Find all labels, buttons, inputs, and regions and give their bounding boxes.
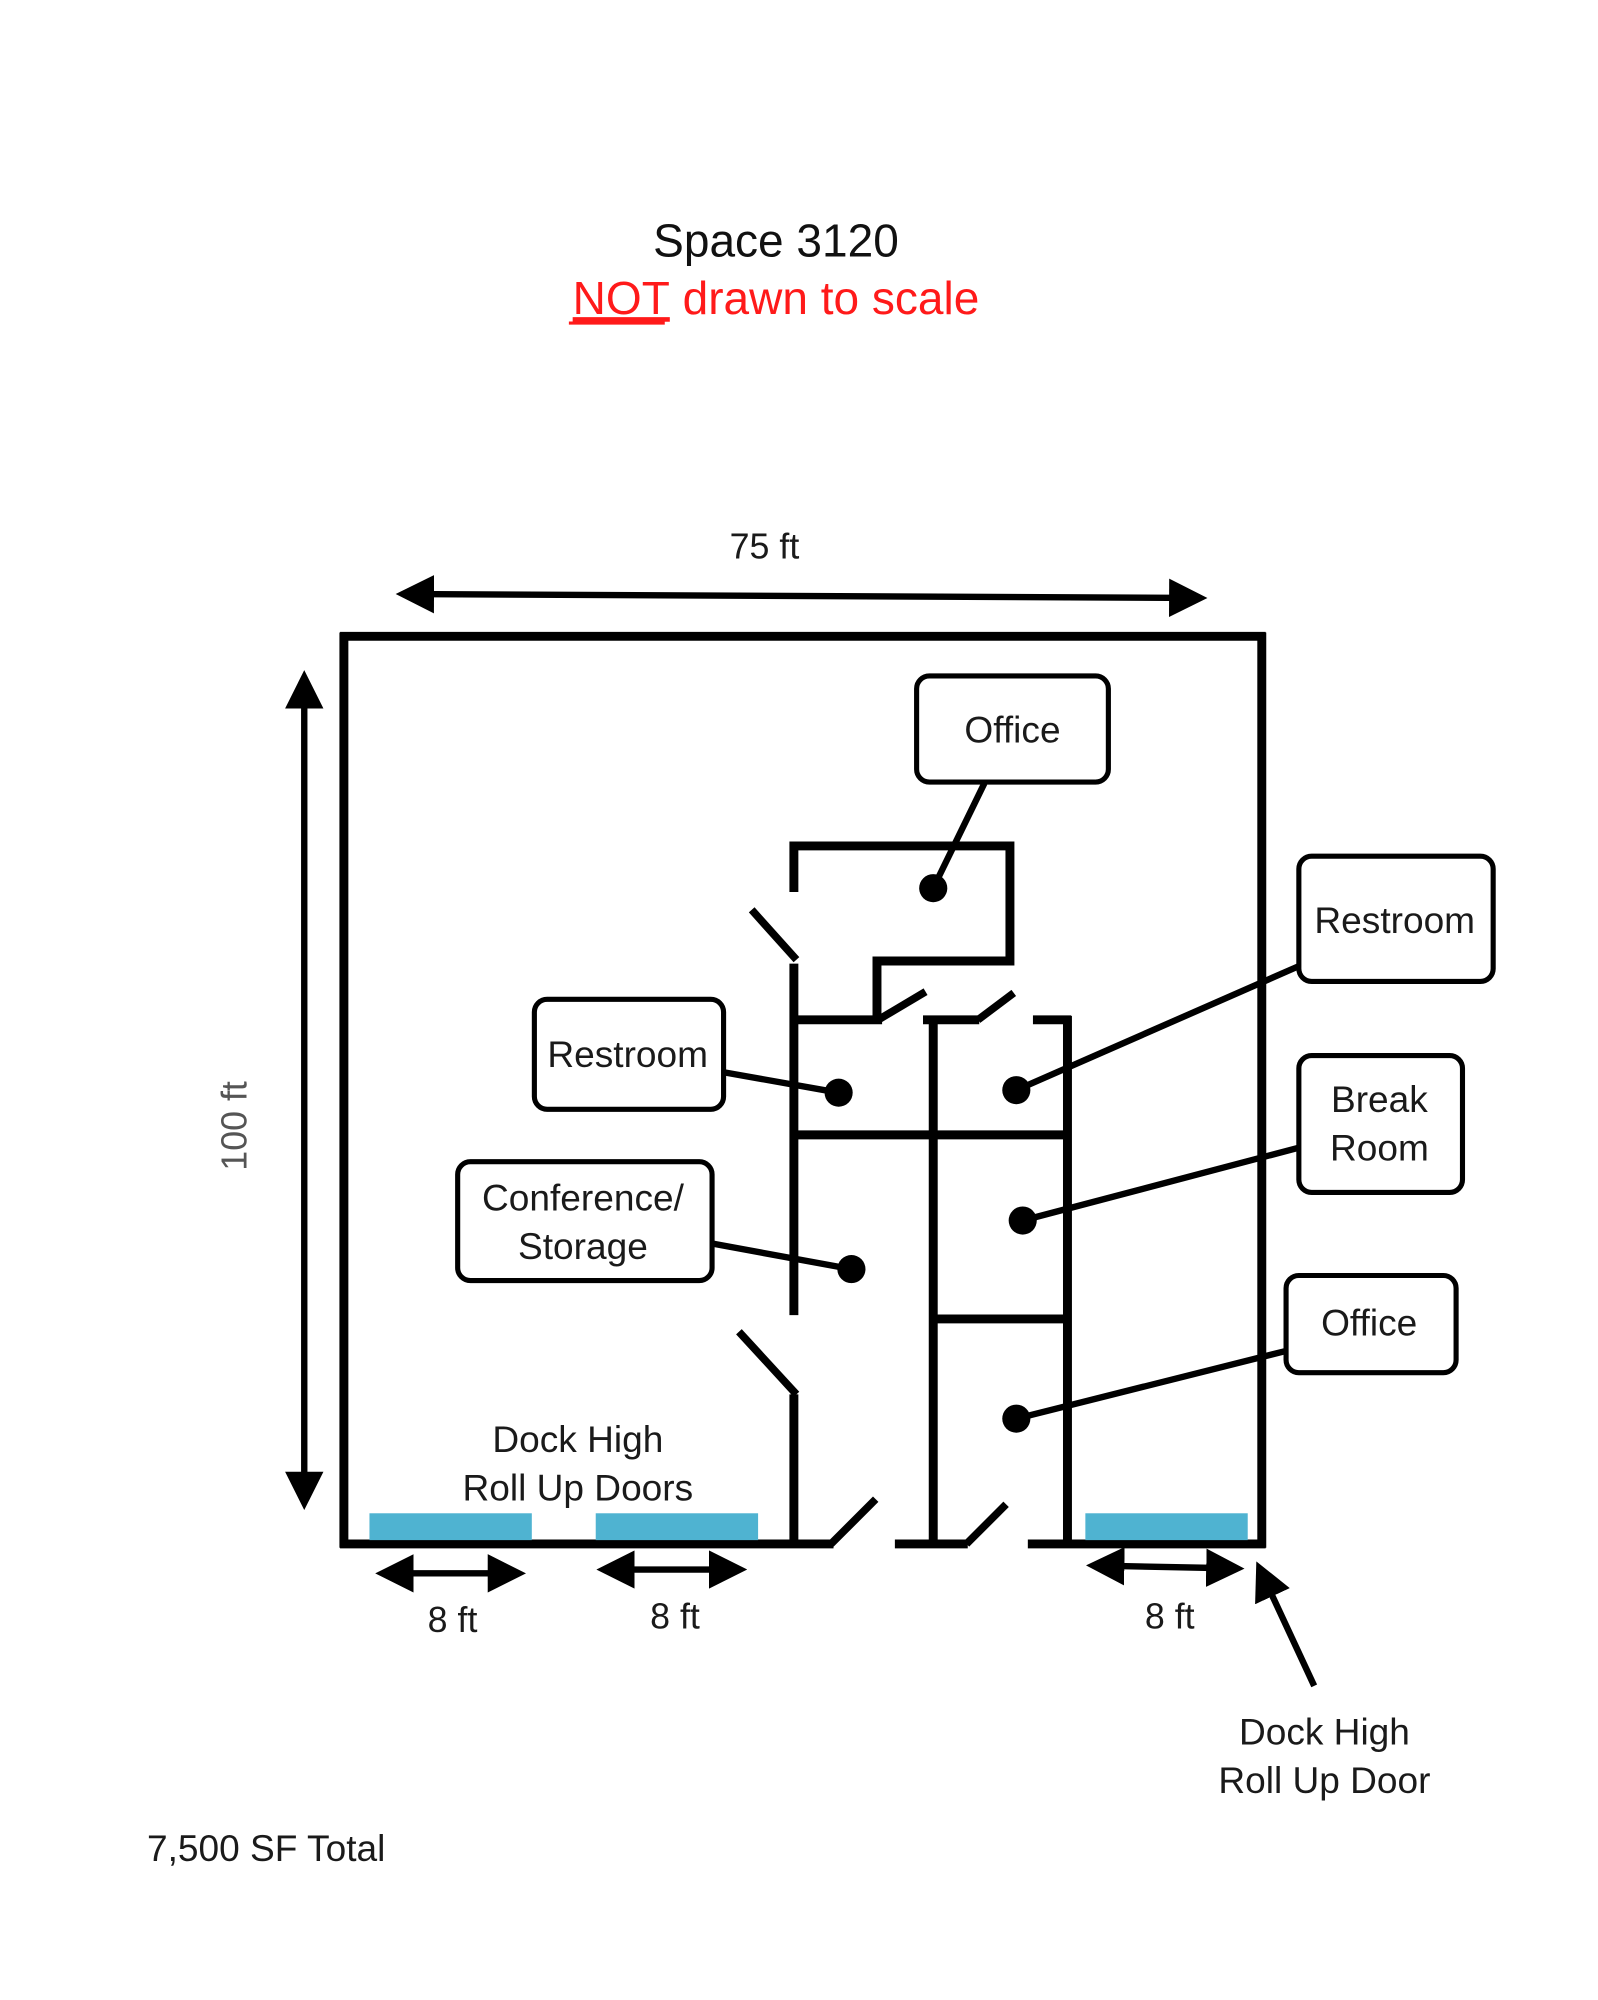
door-swing-exterior-left xyxy=(828,1496,879,1547)
scale-disclaimer-rest: drawn to scale xyxy=(670,272,979,324)
door-swing-restroom-right xyxy=(975,989,1017,1023)
door-2-width-label: 8 ft xyxy=(650,1596,700,1636)
scale-disclaimer: NOT drawn to scale xyxy=(573,272,980,324)
door-swing-conference xyxy=(736,1329,800,1397)
label-box xyxy=(455,1159,715,1284)
label-box xyxy=(914,673,1111,785)
room-label-conference-line1: Conference/ xyxy=(482,1176,685,1218)
roll-up-door-3 xyxy=(1085,1513,1248,1541)
door-swing-exterior-right xyxy=(963,1501,1009,1547)
exterior-walls xyxy=(339,631,1267,1549)
room-break-room: Break Room xyxy=(1008,1053,1466,1235)
room-marker-dot xyxy=(837,1255,866,1284)
room-marker-dot xyxy=(919,874,948,903)
room-restroom-right: Restroom xyxy=(1002,853,1496,1105)
room-label-office-top: Office xyxy=(964,708,1060,750)
room-office-lower: Office xyxy=(1002,1272,1459,1433)
plan-title: Space 3120 xyxy=(653,215,899,267)
door-3-width-arrow xyxy=(1086,1546,1245,1587)
room-label-restroom-left: Restroom xyxy=(547,1033,708,1075)
roll-up-door-2 xyxy=(595,1513,759,1541)
leader-line xyxy=(723,1069,840,1096)
room-label-break-room-line2: Room xyxy=(1330,1126,1429,1168)
leader-line xyxy=(1015,963,1301,1094)
scale-disclaimer-emphasis: NOT xyxy=(573,272,670,324)
room-label-office-lower: Office xyxy=(1321,1302,1417,1344)
dock-door-callout-arrow xyxy=(1255,1561,1318,1688)
room-marker-dot xyxy=(1002,1076,1031,1105)
room-marker-dot xyxy=(1008,1206,1037,1235)
office-top-wall xyxy=(789,841,1015,1020)
room-office-top: Office xyxy=(914,673,1111,903)
room-label-break-room-line1: Break xyxy=(1331,1078,1428,1120)
room-label-conference-line2: Storage xyxy=(518,1225,648,1267)
width-dimension-label: 75 ft xyxy=(730,526,800,566)
dock-doors-label-line1: Dock High xyxy=(492,1418,663,1460)
label-box xyxy=(531,996,727,1112)
label-box xyxy=(1296,1053,1466,1195)
door-swings xyxy=(736,907,1017,1547)
dock-doors-label-line2: Roll Up Doors xyxy=(462,1466,693,1508)
width-dimension-arrow xyxy=(395,575,1208,618)
dock-door-label-line1: Dock High xyxy=(1239,1711,1410,1753)
interior-walls xyxy=(789,841,1072,1544)
roll-up-doors xyxy=(369,1513,1248,1541)
door-swing-office-top xyxy=(748,907,800,963)
leader-line xyxy=(1015,1347,1287,1422)
leader-line xyxy=(711,1240,852,1273)
label-box xyxy=(1283,1272,1459,1376)
door-1-width-label: 8 ft xyxy=(428,1600,478,1640)
room-marker-dot xyxy=(1002,1404,1031,1433)
leader-line xyxy=(1021,1144,1300,1224)
label-box xyxy=(1296,853,1496,985)
dock-door-label-line2: Roll Up Door xyxy=(1218,1759,1430,1801)
room-label-restroom-right: Restroom xyxy=(1314,899,1475,941)
door-swing-restroom-left xyxy=(876,988,928,1024)
height-dimension-label: 100 ft xyxy=(215,1081,255,1171)
total-area-label: 7,500 SF Total xyxy=(147,1827,385,1869)
leader-line xyxy=(930,781,988,890)
room-conference-storage: Conference/ Storage xyxy=(455,1159,866,1284)
room-marker-dot xyxy=(824,1078,853,1107)
room-restroom-left: Restroom xyxy=(531,996,853,1112)
door-3-width-label: 8 ft xyxy=(1145,1596,1195,1636)
roll-up-door-1 xyxy=(369,1513,532,1541)
